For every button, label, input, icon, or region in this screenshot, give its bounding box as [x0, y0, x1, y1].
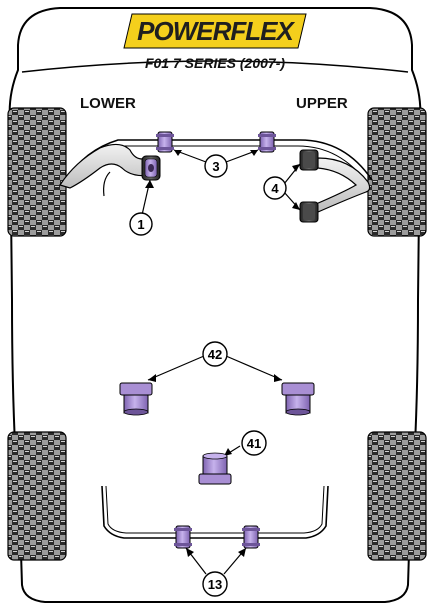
- callout-42: 42: [202, 341, 228, 367]
- callout-13: 13: [202, 571, 228, 597]
- upper-wishbone: [315, 157, 371, 213]
- bush-4-bottom: [299, 201, 319, 223]
- callout-4-number: 4: [271, 181, 279, 196]
- bush-41: [198, 452, 232, 485]
- bush-13-left: [174, 525, 192, 549]
- callout-42-number: 42: [208, 347, 222, 362]
- callout-1-number: 1: [137, 217, 144, 232]
- model-title: F01 7 SERIES (2007-): [145, 55, 285, 71]
- bush-13-right: [242, 525, 260, 549]
- callout-4: 4: [263, 176, 287, 200]
- callout-41: 41: [241, 430, 267, 456]
- callout-arrowheads: [145, 150, 300, 557]
- tyre-rear-right: [367, 431, 427, 561]
- tyre-front-right: [367, 107, 427, 237]
- bush-3-right: [258, 131, 276, 153]
- bush-1-lower-arm: [141, 155, 161, 181]
- callout-3-number: 3: [212, 159, 219, 174]
- rear-anti-roll-bar: [101, 485, 329, 539]
- logo-text: POWERFLEX: [137, 16, 295, 46]
- tyre-front-left: [7, 107, 67, 237]
- callout-3: 3: [204, 154, 228, 178]
- callout-41-number: 41: [247, 436, 261, 451]
- lower-arm-link: [103, 171, 111, 197]
- label-lower: LOWER: [80, 95, 136, 112]
- bush-4-top: [299, 149, 319, 171]
- tyre-rear-left: [7, 431, 67, 561]
- callout-1: 1: [129, 212, 153, 236]
- car-body-outline: [8, 7, 422, 603]
- powerflex-logo: POWERFLEX: [123, 13, 307, 49]
- bush-42-left: [119, 382, 153, 416]
- callout-13-number: 13: [208, 577, 222, 592]
- rear-anti-roll-bar-inner: [105, 485, 325, 534]
- label-upper: UPPER: [296, 95, 348, 112]
- car-bumper-line: [21, 60, 409, 73]
- bush-3-left: [156, 131, 174, 153]
- bush-42-right: [281, 382, 315, 416]
